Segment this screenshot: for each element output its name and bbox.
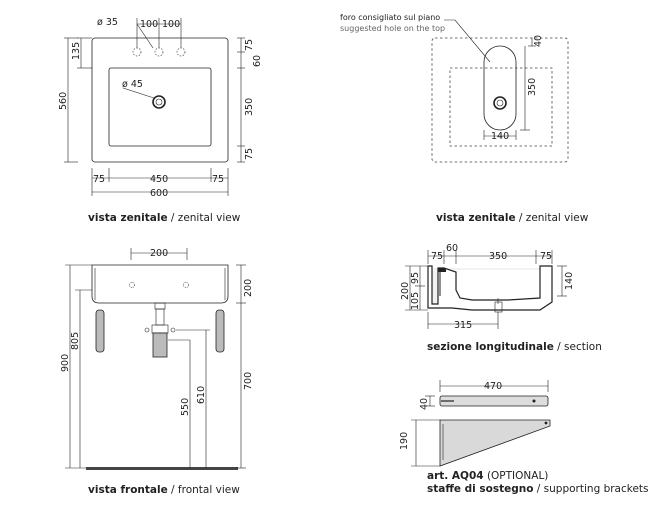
tap-hole-center — [154, 47, 164, 57]
floor-line — [86, 467, 238, 470]
dim-drain-diameter: ø 45 — [122, 79, 143, 90]
dim-805: 805 — [70, 332, 81, 350]
bowl-outline — [108, 67, 212, 147]
dim-550: 550 — [180, 398, 191, 416]
dim-75-right: 75 — [540, 251, 552, 262]
dim-190: 190 — [399, 432, 410, 450]
dim-560: 560 — [58, 92, 69, 110]
top-outline-dashed — [431, 37, 569, 163]
dim-75-top: 75 — [244, 39, 255, 51]
waste-trap — [152, 332, 168, 358]
hole-view: foro consigliato sul piano suggested hol… — [340, 13, 589, 224]
dim-105: 105 — [410, 292, 421, 310]
dim-200: 200 — [400, 282, 411, 300]
bracket-plan — [439, 395, 549, 407]
dim-spacing-left: 100 — [140, 19, 158, 30]
bracket-view: 470 40 190 art. AQ04 (OPTIONAL) staffe d… — [399, 380, 649, 495]
dim-bottom-75-left: 75 — [93, 174, 105, 185]
dim-350: 350 — [527, 78, 538, 96]
dim-40: 40 — [533, 35, 544, 47]
dim-200-top: 200 — [150, 248, 168, 259]
tap-hole-left — [132, 47, 142, 57]
note-english: suggested hole on the top — [340, 24, 445, 33]
drain-inner — [155, 98, 163, 106]
top-view: ø 35 100 100 135 560 75 60 350 75 ø 45 7… — [58, 17, 263, 224]
dim-350: 350 — [244, 98, 255, 116]
drain-hole — [152, 95, 166, 109]
dim-610: 610 — [196, 386, 207, 404]
dim-900: 900 — [60, 354, 71, 372]
hole-view-caption: vista zenitale / zenital view — [436, 212, 589, 224]
dim-40: 40 — [419, 398, 430, 410]
bracket-left — [95, 309, 105, 353]
dim-bottom-600: 600 — [150, 188, 168, 199]
dim-75-bottom: 75 — [244, 148, 255, 160]
note-italian: foro consigliato sul piano — [340, 13, 440, 22]
dim-hole-diameter: ø 35 — [97, 17, 118, 28]
top-view-caption: vista zenitale / zenital view — [88, 212, 241, 224]
dim-60: 60 — [446, 243, 458, 254]
section-view-caption: sezione longitudinale / section — [427, 341, 602, 353]
basin-front — [91, 264, 229, 304]
dim-95: 95 — [410, 272, 421, 284]
dim-spacing-right: 100 — [162, 19, 180, 30]
front-view-caption: vista frontale / frontal view — [88, 484, 240, 496]
dim-140: 140 — [564, 272, 575, 290]
dim-135: 135 — [71, 42, 82, 60]
bowl-outline-dashed — [449, 67, 553, 147]
dim-bottom-450: 450 — [150, 174, 168, 185]
basin-outline — [91, 37, 229, 163]
bracket-caption: staffe di sostegno / supporting brackets — [427, 483, 649, 495]
bracket-right — [215, 309, 225, 353]
section-view: 75 60 350 75 200 105 95 140 315 sezione … — [400, 243, 602, 353]
front-view: 200 900 805 550 610 200 700 vista fronta… — [60, 248, 254, 496]
bracket-side — [439, 419, 551, 467]
drain-hole — [493, 96, 507, 110]
dim-bottom-75-right: 75 — [212, 174, 224, 185]
dim-60: 60 — [252, 55, 263, 67]
dim-200-right: 200 — [243, 279, 254, 297]
tap-hole-right — [176, 47, 186, 57]
dim-140: 140 — [491, 131, 509, 142]
basin-section — [427, 265, 553, 311]
bracket-article: art. AQ04 (OPTIONAL) — [427, 470, 548, 482]
suggested-hole-slot — [483, 45, 517, 131]
dim-315: 315 — [454, 320, 472, 331]
dim-350: 350 — [489, 251, 507, 262]
dim-700: 700 — [243, 372, 254, 390]
dim-75-left: 75 — [431, 251, 443, 262]
dim-470: 470 — [484, 381, 502, 392]
